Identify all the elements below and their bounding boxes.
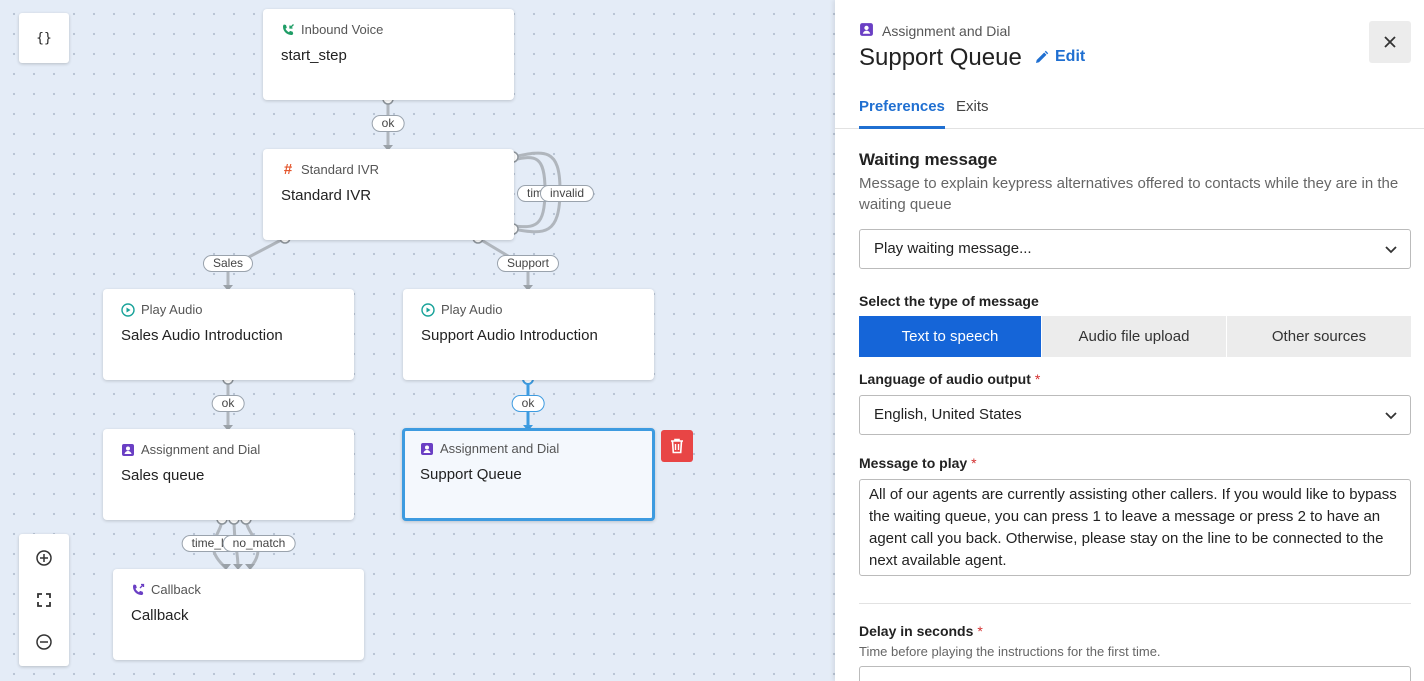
- panel-kicker: Assignment and Dial: [882, 23, 1011, 39]
- node-type-label: Assignment and Dial: [141, 442, 261, 457]
- message-textarea[interactable]: All of our agents are currently assistin…: [859, 479, 1411, 576]
- delay-label: Delay in seconds*: [859, 623, 983, 639]
- node-title: Standard IVR: [281, 187, 372, 204]
- flow-canvas[interactable]: {} Inbound Voice start_step # Standard I…: [0, 0, 835, 681]
- node-type-label: Standard IVR: [301, 162, 380, 177]
- section-title: Waiting message: [859, 150, 998, 169]
- fit-view-button[interactable]: [19, 579, 69, 621]
- pencil-icon: [1036, 50, 1049, 63]
- flow-node-start[interactable]: Inbound Voice start_step: [263, 9, 514, 100]
- trash-icon: [671, 438, 683, 454]
- braces-icon: {}: [36, 30, 52, 46]
- edge-label-support[interactable]: Support: [496, 255, 560, 272]
- text-to-speech-option[interactable]: Text to speech: [859, 316, 1042, 357]
- node-type-label: Callback: [151, 582, 201, 597]
- flow-node-sales-audio[interactable]: Play Audio Sales Audio Introduction: [103, 289, 354, 380]
- edge-label-invalid[interactable]: invalid: [539, 185, 595, 202]
- node-title: Support Queue: [420, 466, 522, 483]
- flow-node-callback[interactable]: Callback Callback: [113, 569, 364, 660]
- json-view-button[interactable]: {}: [19, 13, 69, 63]
- section-description: Message to explain keypress alternatives…: [859, 175, 1399, 213]
- required-marker: *: [1034, 371, 1041, 387]
- divider: [859, 603, 1411, 604]
- node-type-label: Play Audio: [141, 302, 203, 317]
- language-label: Language of audio output*: [859, 371, 1041, 387]
- message-label: Message to play*: [859, 455, 977, 471]
- chevron-down-icon: [1385, 246, 1397, 254]
- node-type-label: Inbound Voice: [301, 22, 384, 37]
- required-marker: *: [971, 455, 977, 471]
- edge-label-ok-selected[interactable]: ok: [511, 395, 545, 412]
- tab-preferences[interactable]: Preferences: [859, 98, 945, 129]
- edit-button[interactable]: Edit: [1034, 48, 1085, 66]
- flow-node-support-audio[interactable]: Play Audio Support Audio Introduction: [403, 289, 654, 380]
- node-title: Sales Audio Introduction: [121, 327, 283, 344]
- assignment-icon: [420, 442, 434, 456]
- phone-callback-icon: [131, 583, 145, 597]
- zoom-controls: [19, 534, 69, 666]
- node-title: Support Audio Introduction: [421, 327, 598, 344]
- zoom-out-icon: [36, 634, 52, 650]
- assignment-icon: [121, 443, 135, 457]
- language-select[interactable]: English, United States: [859, 395, 1411, 435]
- edge-label-ok[interactable]: ok: [211, 395, 245, 412]
- select-value: Play waiting message...: [874, 240, 1032, 257]
- delete-node-button[interactable]: [661, 430, 693, 462]
- delay-input[interactable]: [859, 666, 1411, 681]
- other-sources-option[interactable]: Other sources: [1227, 316, 1411, 357]
- edit-label: Edit: [1055, 48, 1086, 65]
- panel-title: Support Queue: [859, 44, 1022, 71]
- edge-label-no-match[interactable]: no_match: [222, 535, 296, 552]
- flow-node-support-queue[interactable]: Assignment and Dial Support Queue: [402, 428, 655, 521]
- edge-label-ok[interactable]: ok: [371, 115, 405, 132]
- flow-node-ivr[interactable]: # Standard IVR Standard IVR: [263, 149, 514, 240]
- node-title: start_step: [281, 47, 347, 64]
- fit-view-icon: [37, 593, 51, 607]
- hash-icon: #: [283, 161, 293, 178]
- zoom-out-button[interactable]: [19, 621, 69, 663]
- play-circle-icon: [421, 302, 435, 317]
- node-type-label: Play Audio: [441, 302, 503, 317]
- required-marker: *: [977, 623, 983, 639]
- delay-hint: Time before playing the instructions for…: [859, 644, 1161, 659]
- panel-tabs: Preferences Exits: [835, 90, 1424, 129]
- close-panel-button[interactable]: [1369, 21, 1411, 63]
- waiting-message-select[interactable]: Play waiting message...: [859, 229, 1411, 269]
- phone-incoming-icon: [281, 23, 295, 37]
- tab-exits[interactable]: Exits: [956, 98, 989, 115]
- assignment-icon: [859, 22, 874, 40]
- zoom-in-icon: [36, 550, 52, 566]
- select-value: English, United States: [874, 406, 1022, 423]
- close-icon: [1384, 36, 1396, 48]
- edge-label-sales[interactable]: Sales: [202, 255, 254, 272]
- audio-file-upload-option[interactable]: Audio file upload: [1042, 316, 1227, 357]
- properties-panel: Assignment and Dial Support Queue Edit P…: [835, 0, 1424, 681]
- message-type-segmented-control: Text to speech Audio file upload Other s…: [859, 316, 1411, 357]
- node-title: Sales queue: [121, 467, 205, 484]
- flow-node-sales-queue[interactable]: Assignment and Dial Sales queue: [103, 429, 354, 520]
- chevron-down-icon: [1385, 412, 1397, 420]
- zoom-in-button[interactable]: [19, 537, 69, 579]
- node-title: Callback: [131, 607, 189, 624]
- node-type-label: Assignment and Dial: [440, 441, 560, 456]
- play-circle-icon: [121, 302, 135, 317]
- message-type-label: Select the type of message: [859, 293, 1039, 309]
